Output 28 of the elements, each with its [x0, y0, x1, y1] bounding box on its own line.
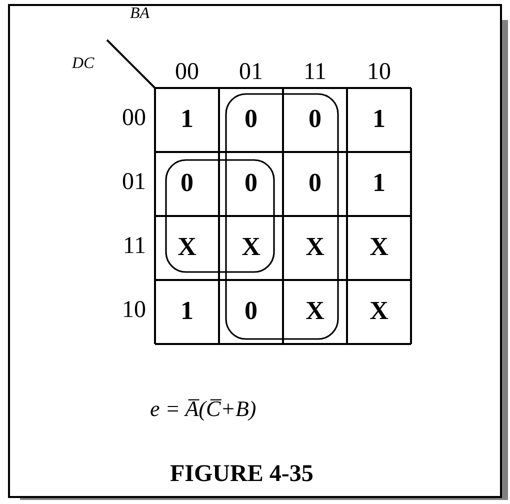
cell-value: 1	[180, 298, 194, 324]
column-variable-label: BA	[130, 6, 150, 22]
cell-value: 0	[244, 298, 258, 324]
cell-value: 0	[244, 106, 258, 132]
equation: e = A̅(C̅+B)	[150, 398, 256, 420]
cell-value: X	[304, 298, 326, 324]
row-header: 01	[121, 170, 146, 194]
column-header: 10	[366, 60, 392, 84]
cell-value: X	[368, 234, 390, 260]
cell-value: X	[304, 234, 326, 260]
cell-value: 0	[308, 170, 322, 196]
cell-value: 0	[180, 170, 194, 196]
cell-value: 0	[244, 170, 258, 196]
column-header: 11	[302, 60, 328, 84]
cell-value: 1	[372, 106, 386, 132]
row-header: 10	[121, 298, 146, 322]
row-header: 11	[122, 234, 146, 258]
cell-value: 1	[372, 170, 386, 196]
cell-value: 1	[180, 106, 194, 132]
cell-value: X	[368, 298, 390, 324]
cell-value: 0	[308, 106, 322, 132]
figure-caption: FIGURE 4-35	[170, 462, 314, 486]
column-header: 00	[174, 60, 200, 84]
row-variable-label: DC	[72, 56, 94, 72]
row-header: 00	[121, 106, 146, 130]
column-header: 01	[238, 60, 264, 84]
cell-value: X	[240, 234, 262, 260]
cell-value: X	[176, 234, 198, 260]
